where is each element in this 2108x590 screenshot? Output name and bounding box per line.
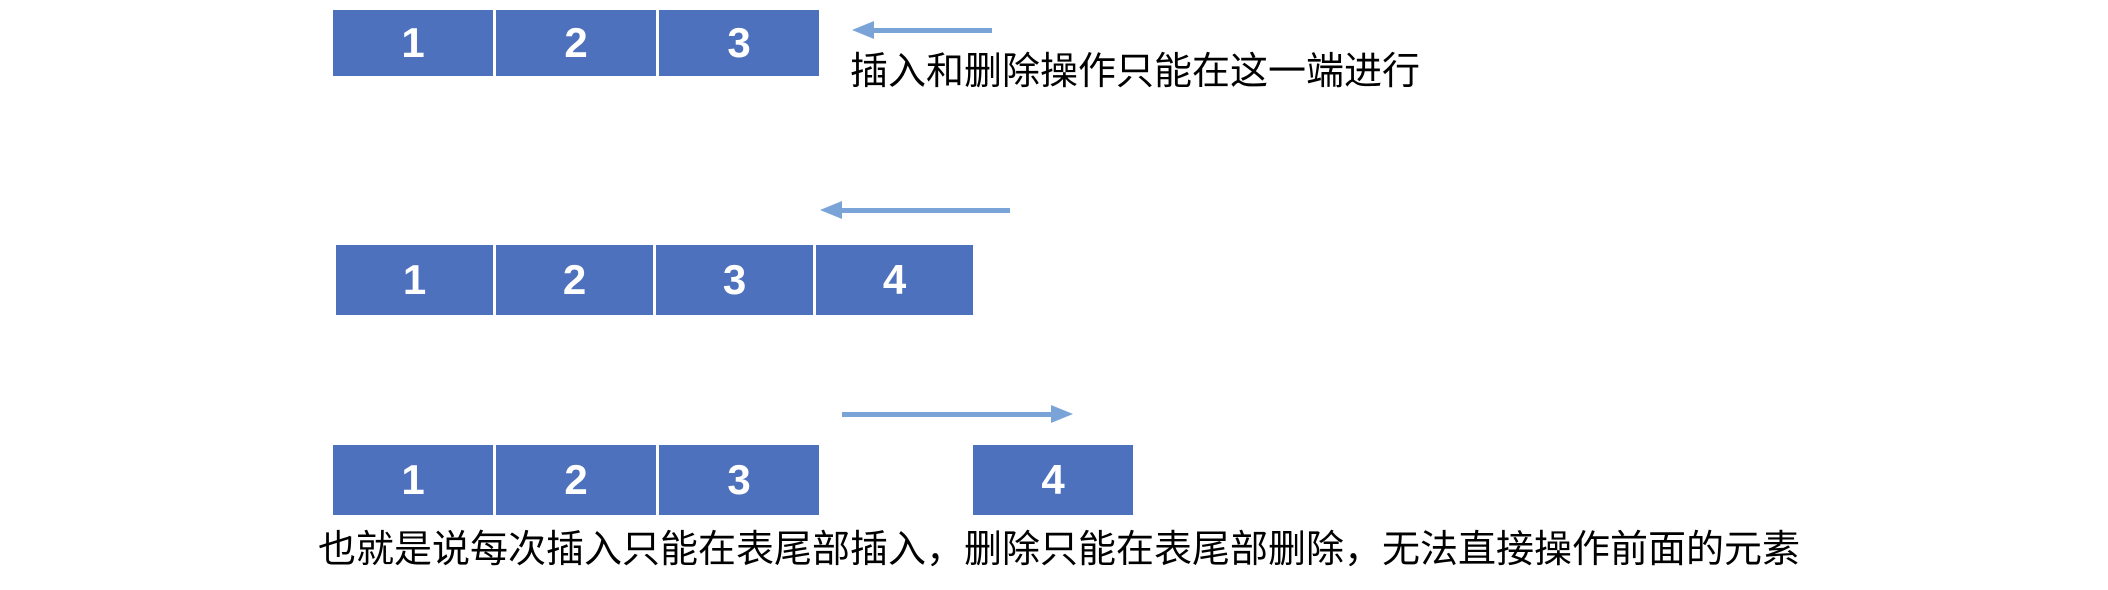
arrow-shaft [874,27,992,33]
left-arrow-icon [852,21,992,39]
tail-rule-caption: 也就是说每次插入只能在表尾部插入，删除只能在表尾部删除，无法直接操作前面的元素 [318,529,1801,571]
list-element: 1 [336,245,493,315]
list-element: 3 [659,445,819,515]
list-element: 1 [333,10,493,76]
list-element: 3 [656,245,813,315]
list-element: 2 [496,10,656,76]
list-element: 1 [333,445,493,515]
list-element: 4 [816,245,973,315]
left-arrow-icon [820,201,1010,219]
arrow-shaft [842,411,1051,417]
list-element: 3 [659,10,819,76]
right-arrow-icon [842,405,1073,423]
list-element: 2 [496,245,653,315]
list-row-initial: 1 2 3 [333,10,819,76]
arrowhead-left [852,21,874,39]
list-element: 2 [496,445,656,515]
arrow-shaft [842,207,1010,213]
arrowhead-right [1051,405,1073,423]
list-row-after-delete: 1 2 3 [333,445,819,515]
arrowhead-left [820,201,842,219]
list-row-after-insert: 1 2 3 4 [336,245,973,315]
tail-operations-caption: 插入和删除操作只能在这一端进行 [850,51,1421,93]
detached-list-element: 4 [973,445,1133,515]
